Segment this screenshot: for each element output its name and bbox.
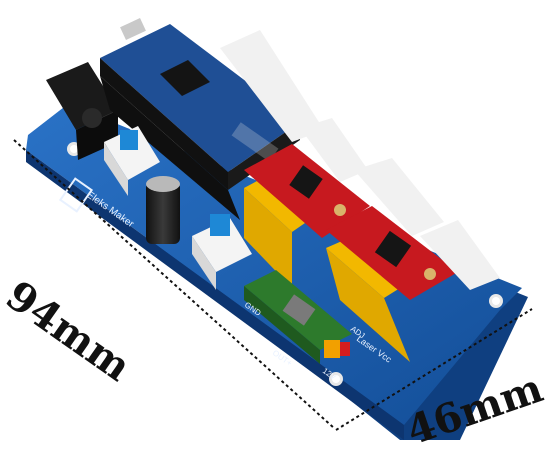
mcu-chip: [160, 60, 210, 96]
pin-headers: [100, 76, 240, 220]
jumper-cap-red: [340, 342, 350, 356]
jumper-cap: [324, 340, 340, 358]
stepper-driver-left: [244, 144, 370, 288]
dc-power-jack: [46, 62, 118, 160]
arduino-nano-module: [100, 18, 300, 190]
electrolytic-capacitor: [146, 176, 180, 244]
motor-connectors: [220, 30, 500, 290]
reset-button: [104, 126, 160, 196]
dimension-lines: [13, 139, 533, 431]
laser-button: [192, 214, 252, 290]
driver-chip: [374, 230, 412, 268]
usb-port: [120, 18, 146, 40]
driver-chip: [289, 165, 323, 199]
stepper-driver-right: [326, 206, 458, 362]
dc-dc-converter: [244, 270, 352, 364]
